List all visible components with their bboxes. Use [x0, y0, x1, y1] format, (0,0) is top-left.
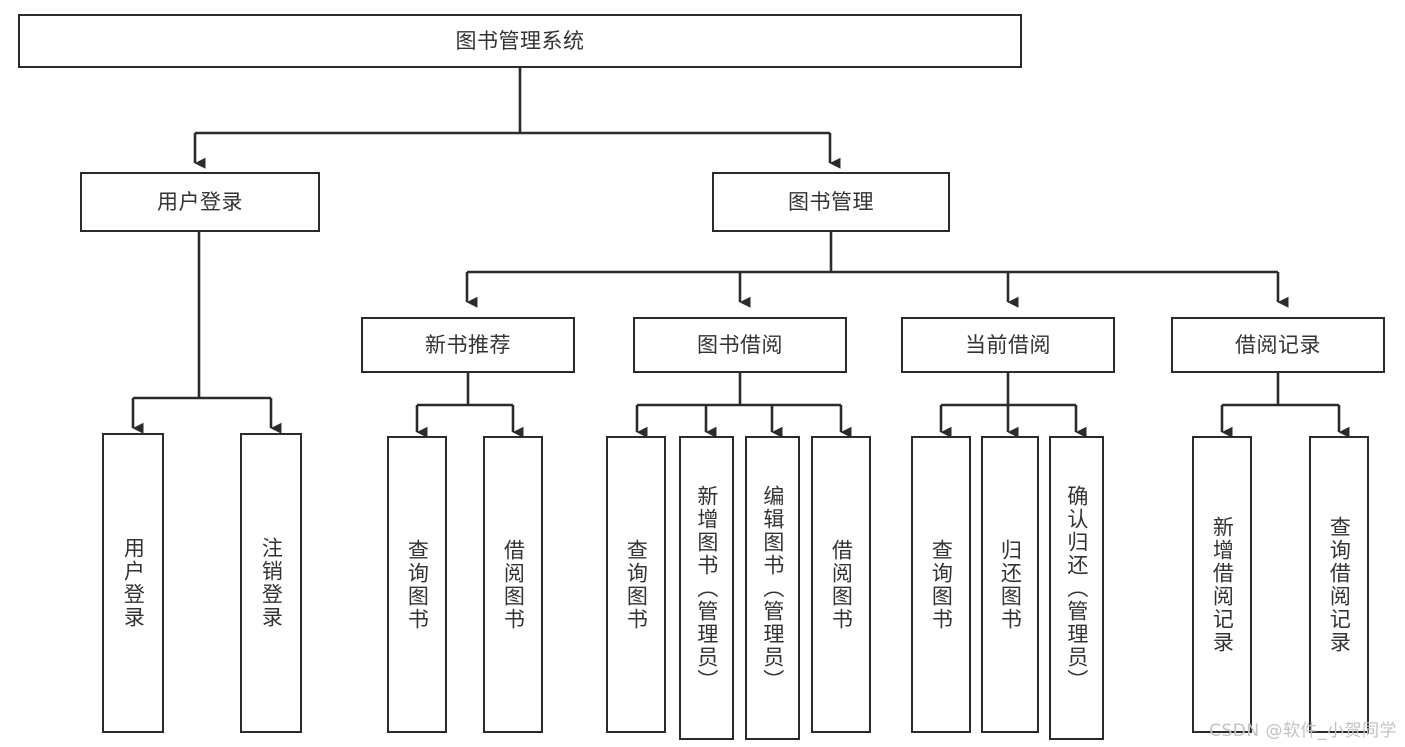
node-leaf-query-record-label: 查询借阅记录: [1327, 515, 1352, 654]
node-leaf-add-book[interactable]: 新增图书（管理员）: [679, 436, 734, 740]
node-leaf-add-record[interactable]: 新增借阅记录: [1192, 436, 1252, 733]
edge-newbook-to-leaves: [415, 373, 524, 438]
node-borrow-record-label: 借阅记录: [1235, 332, 1321, 357]
node-leaf-return-book-label: 归还图书: [998, 538, 1023, 631]
node-user-login[interactable]: 用户登录: [80, 172, 320, 232]
edge-borrowrecord-to-leaves: [1220, 373, 1350, 438]
node-new-book-recommend[interactable]: 新书推荐: [361, 317, 575, 373]
edge-root-to-level1: [193, 68, 841, 169]
node-root[interactable]: 图书管理系统: [18, 14, 1022, 68]
node-leaf-return-book[interactable]: 归还图书: [981, 436, 1039, 733]
node-current-borrow[interactable]: 当前借阅: [901, 317, 1115, 373]
node-leaf-add-record-label: 新增借阅记录: [1210, 515, 1235, 654]
node-book-borrow-label: 图书借阅: [697, 332, 783, 357]
node-leaf-query-book-recommend[interactable]: 查询图书: [387, 436, 447, 733]
node-leaf-confirm-return[interactable]: 确认归还（管理员）: [1049, 436, 1104, 740]
edge-userlogin-to-leaves: [131, 232, 282, 434]
node-new-book-recommend-label: 新书推荐: [425, 332, 511, 357]
node-user-login-label: 用户登录: [157, 189, 243, 214]
node-leaf-query-book-borrow-label: 查询图书: [624, 538, 649, 631]
node-leaf-query-book-recommend-label: 查询图书: [405, 538, 430, 631]
node-book-borrow[interactable]: 图书借阅: [633, 317, 847, 373]
node-leaf-borrow-book-borrow[interactable]: 借阅图书: [811, 436, 871, 733]
node-leaf-add-book-label: 新增图书（管理员）: [694, 484, 719, 692]
node-leaf-query-book-current[interactable]: 查询图书: [911, 436, 971, 733]
edge-bookborrow-to-leaves: [635, 373, 852, 438]
node-leaf-edit-book[interactable]: 编辑图书（管理员）: [745, 436, 800, 740]
edge-currentborrow-to-leaves: [939, 373, 1087, 438]
watermark-text: CSDN @软件_小贺同学: [1209, 721, 1397, 741]
node-leaf-logout[interactable]: 注销登录: [240, 433, 302, 733]
node-leaf-borrow-book-borrow-label: 借阅图书: [829, 538, 854, 631]
node-leaf-borrow-book-recommend-label: 借阅图书: [501, 538, 526, 631]
node-current-borrow-label: 当前借阅: [965, 332, 1051, 357]
node-leaf-user-login-label: 用户登录: [121, 537, 146, 629]
node-borrow-record[interactable]: 借阅记录: [1171, 317, 1385, 373]
edge-bookmanage-to-children: [465, 232, 1289, 308]
node-leaf-confirm-return-label: 确认归还（管理员）: [1064, 484, 1089, 692]
node-leaf-borrow-book-recommend[interactable]: 借阅图书: [483, 436, 543, 733]
node-leaf-query-book-borrow[interactable]: 查询图书: [606, 436, 666, 733]
node-leaf-logout-label: 注销登录: [259, 537, 284, 629]
node-book-manage-label: 图书管理: [788, 189, 874, 214]
node-leaf-query-book-current-label: 查询图书: [929, 538, 954, 631]
node-book-manage[interactable]: 图书管理: [712, 172, 950, 232]
node-root-label: 图书管理系统: [455, 28, 585, 53]
node-leaf-edit-book-label: 编辑图书（管理员）: [760, 484, 785, 692]
node-leaf-query-record[interactable]: 查询借阅记录: [1309, 436, 1369, 733]
node-leaf-user-login[interactable]: 用户登录: [102, 433, 164, 733]
